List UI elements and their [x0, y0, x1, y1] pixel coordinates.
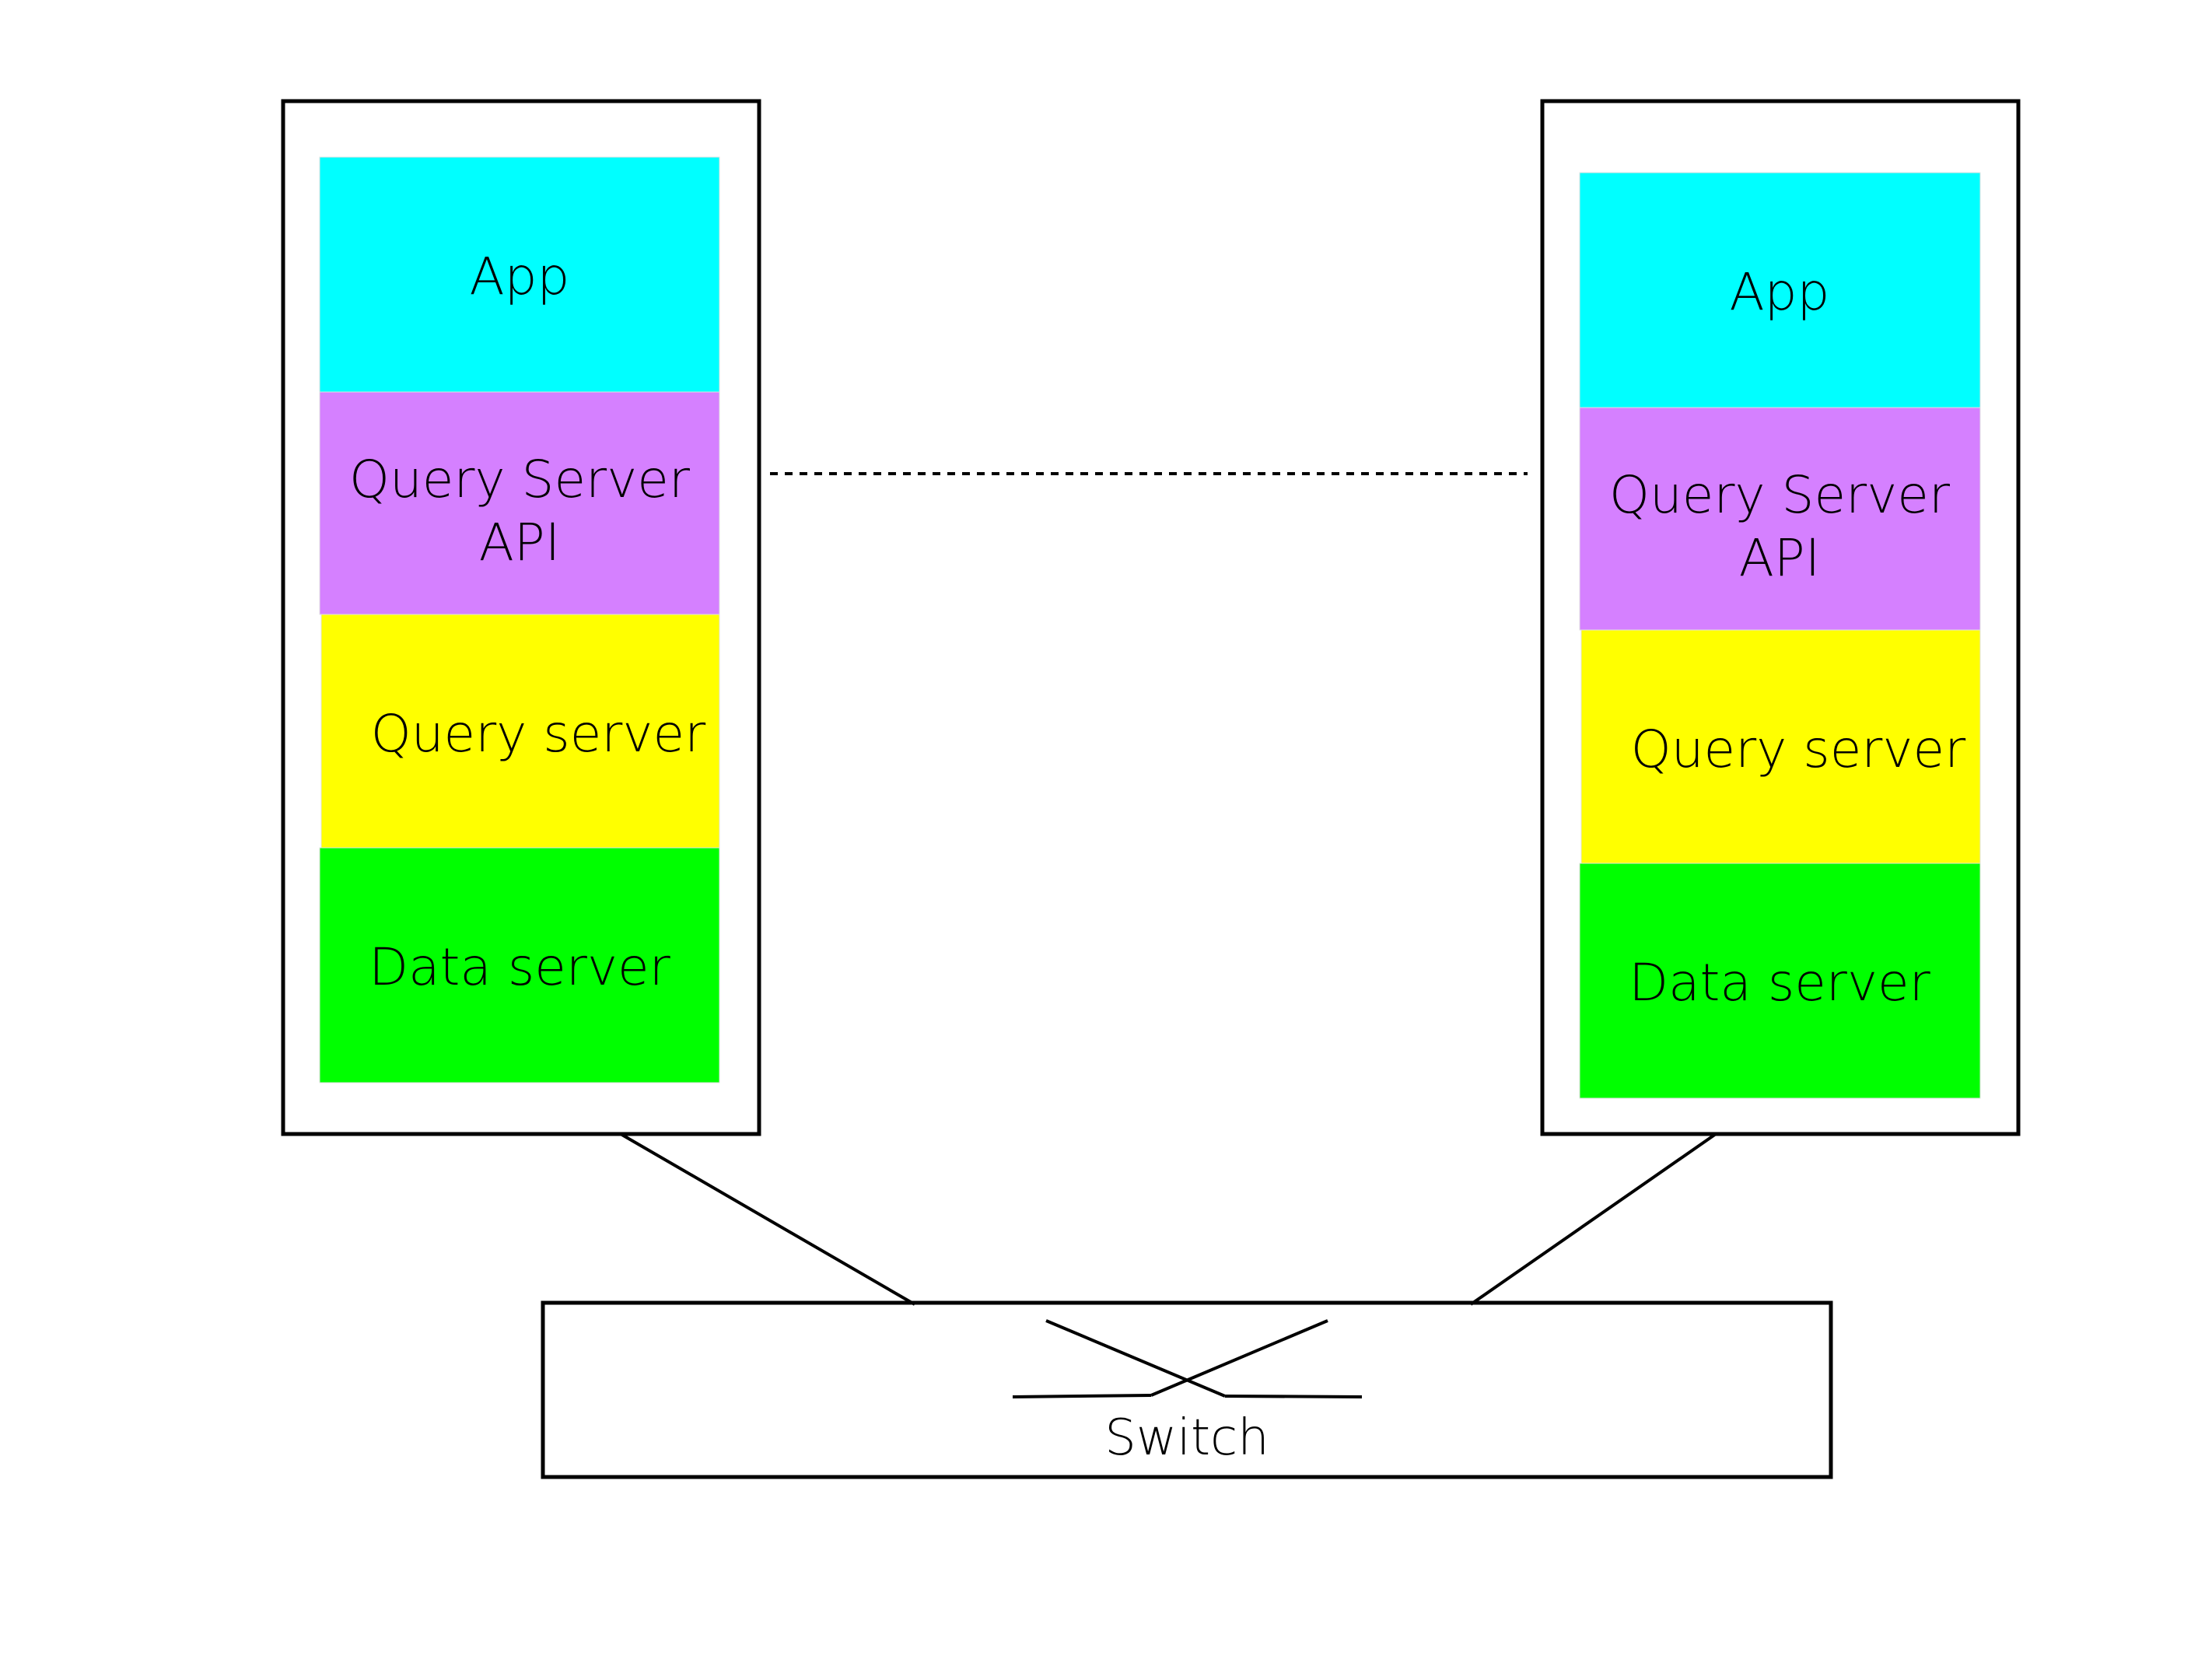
layer-data-server-left: [319, 847, 720, 1083]
layer-query-server-api-left-label-line1: Query Server: [349, 450, 691, 509]
layer-app-right: [1579, 172, 1981, 408]
layer-app-right-label: App: [1730, 262, 1830, 322]
layer-query-server-api-right: [1579, 407, 1981, 631]
node-box-left: [281, 99, 761, 1136]
node-left-stack: App Query Server API Query server Data s…: [319, 156, 720, 1083]
layer-query-server-left-label: Query server: [371, 704, 706, 764]
layer-query-server-right: [1580, 629, 1981, 864]
switch-box: [541, 1300, 1833, 1479]
switch-icon: [1012, 1319, 1363, 1398]
layer-app-left: [319, 156, 720, 393]
layer-data-server-right-label: Data server: [1629, 953, 1930, 1013]
switch-label: Switch: [1104, 1409, 1269, 1467]
layer-query-server-right-label: Query server: [1631, 719, 1966, 779]
layer-data-server-left-label: Data server: [369, 937, 670, 997]
layer-query-server-left: [320, 614, 720, 849]
layer-data-server-right: [1579, 863, 1981, 1099]
link-right-node-to-switch: [1469, 1132, 1717, 1306]
layer-query-server-api-left-label-line2: API: [479, 513, 560, 572]
node-right-stack: App Query Server API Query server Data s…: [1579, 172, 1981, 1099]
link-left-node-to-switch: [619, 1132, 916, 1306]
layer-query-server-api-right-label-line2: API: [1739, 528, 1820, 588]
layer-app-left-label: App: [470, 247, 570, 306]
layer-query-server-api-right-label-line1: Query Server: [1609, 465, 1951, 525]
node-box-right: [1540, 99, 2021, 1136]
